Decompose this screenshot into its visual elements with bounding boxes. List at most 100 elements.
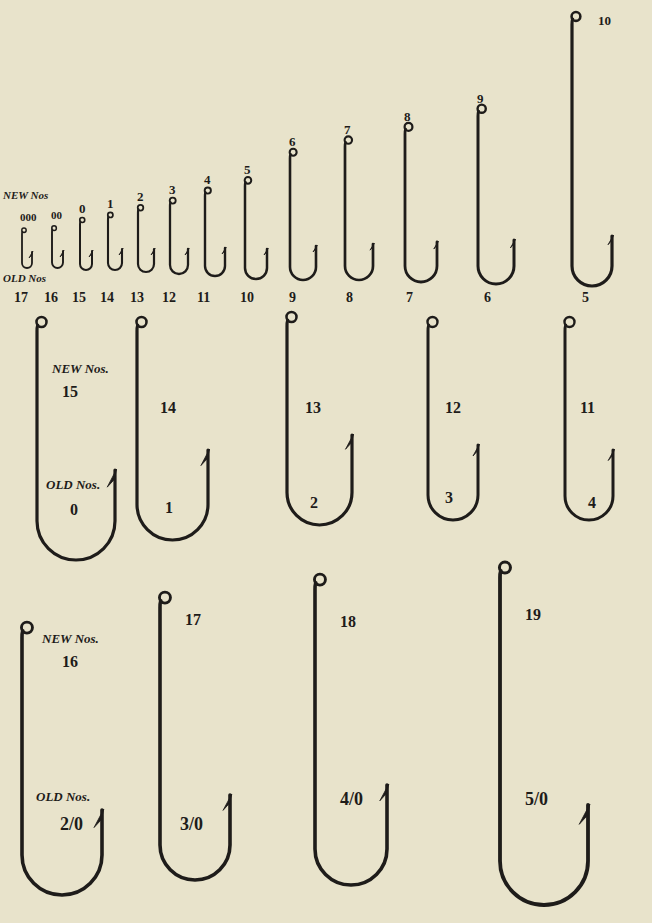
- hook-barb: [119, 248, 123, 255]
- hook-eye: [478, 105, 486, 113]
- hook-eye: [52, 226, 57, 231]
- hook-shank: [478, 111, 514, 284]
- hook-shank: [52, 230, 63, 268]
- hook-shank: [345, 142, 373, 280]
- fish-hook: [80, 218, 93, 271]
- new-number: 0: [79, 202, 86, 215]
- series-heading: OLD Nos: [3, 273, 46, 284]
- series-heading: NEW Nos: [3, 190, 48, 201]
- fish-hook: [290, 149, 318, 280]
- old-number: 10: [240, 291, 254, 305]
- series-heading: NEW Nos.: [42, 632, 99, 645]
- fish-hook: [21, 622, 103, 895]
- hook-eye: [245, 177, 252, 184]
- hook-barb: [60, 250, 64, 257]
- hook-barb: [434, 241, 439, 249]
- new-number: 000: [20, 212, 37, 223]
- old-number: 4/0: [340, 790, 363, 808]
- hook-barb: [264, 248, 268, 255]
- new-number: 5: [244, 163, 251, 176]
- hook-eye: [37, 317, 47, 327]
- hook-eye: [565, 317, 575, 327]
- hook-eye: [428, 317, 438, 327]
- old-number: 0: [70, 502, 78, 518]
- hook-eye: [80, 218, 85, 223]
- hook-eye: [405, 123, 413, 131]
- fish-hook: [572, 12, 614, 286]
- old-number: 11: [197, 291, 210, 305]
- old-number: 3/0: [180, 815, 203, 833]
- hook-eye: [137, 317, 147, 327]
- old-number: 3: [445, 490, 453, 506]
- hook-shank: [160, 601, 230, 880]
- hook-shank: [138, 209, 154, 272]
- hook-eye: [108, 212, 113, 217]
- new-number: 2: [137, 190, 144, 203]
- old-number: 9: [289, 291, 296, 305]
- fish-hook: [478, 105, 516, 284]
- hook-barb: [510, 239, 515, 248]
- new-number: 16: [62, 654, 78, 670]
- new-number: 18: [340, 614, 356, 630]
- fish-hook: [137, 317, 210, 540]
- fish-hook: [138, 205, 155, 272]
- new-number: 3: [169, 183, 176, 196]
- hook-shank: [315, 583, 387, 885]
- old-number: 2/0: [60, 815, 83, 833]
- hook-barb: [370, 243, 374, 250]
- hook-eye: [499, 562, 510, 573]
- new-number: 00: [51, 210, 62, 221]
- fish-hook: [159, 592, 231, 880]
- new-number: 1: [107, 197, 114, 210]
- new-number: 19: [525, 607, 541, 623]
- fish-hook: [108, 212, 123, 270]
- hook-barb: [94, 809, 104, 828]
- fish-hook: [245, 177, 269, 279]
- hook-shank: [245, 182, 267, 279]
- fish-hook: [314, 574, 388, 885]
- hook-barb: [185, 248, 189, 255]
- hook-barb: [313, 245, 317, 252]
- hook-barb: [29, 251, 33, 258]
- new-number: 15: [62, 384, 78, 400]
- old-number: 4: [588, 495, 596, 511]
- hook-shank: [205, 192, 225, 276]
- hook-eye: [170, 198, 176, 204]
- fish-hook: [499, 562, 589, 905]
- fish-hook: [428, 317, 480, 520]
- fish-hook: [22, 228, 33, 268]
- old-number: 8: [346, 291, 353, 305]
- hook-shank: [287, 320, 352, 525]
- hook-shank: [572, 19, 612, 286]
- hook-eye: [345, 136, 352, 143]
- old-number: 16: [44, 291, 58, 305]
- fish-hook: [52, 226, 64, 268]
- new-number: 10: [598, 14, 611, 27]
- fish-hook: [287, 312, 354, 525]
- new-number: 8: [404, 110, 411, 123]
- hook-shank: [565, 325, 613, 520]
- hook-eye: [21, 622, 32, 633]
- old-number: 14: [100, 291, 114, 305]
- hook-shank: [405, 129, 437, 282]
- hook-shank: [170, 202, 188, 274]
- new-number: 13: [305, 400, 321, 416]
- old-number: 13: [130, 291, 144, 305]
- old-number: 1: [165, 500, 173, 516]
- old-number: 2: [310, 495, 318, 511]
- new-number: 4: [204, 173, 211, 186]
- hook-eye: [22, 228, 26, 232]
- series-heading: NEW Nos.: [52, 362, 109, 375]
- hook-eye: [287, 312, 297, 322]
- old-number: 7: [406, 291, 413, 305]
- new-number: 17: [185, 612, 201, 628]
- old-number: 17: [14, 291, 28, 305]
- hook-barb: [89, 250, 93, 257]
- hook-eye: [572, 12, 581, 21]
- hook-eye: [290, 149, 297, 156]
- fish-hook: [405, 123, 439, 282]
- hook-eye: [314, 574, 325, 585]
- new-number: 6: [289, 135, 296, 148]
